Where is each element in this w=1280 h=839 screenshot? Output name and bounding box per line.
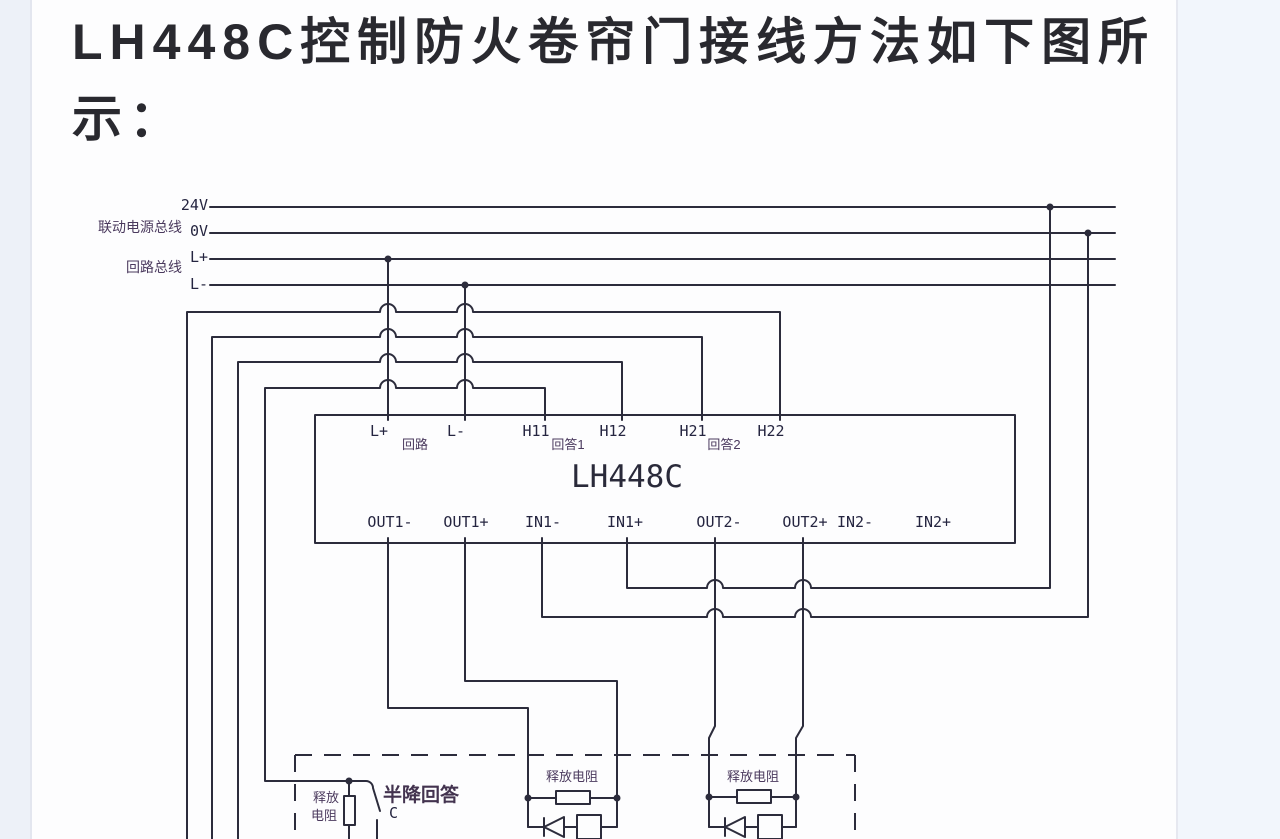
mid-release-resistor	[555, 790, 591, 805]
label-switch-c: C	[389, 804, 399, 822]
terminal-out2plus: OUT2+	[782, 513, 828, 531]
wire-in1plus-to-24v	[626, 206, 1051, 589]
left-release-resistor	[343, 795, 356, 826]
terminal-in2plus: IN2+	[914, 513, 952, 531]
terminal-in2minus: IN2-	[836, 513, 874, 531]
label-loop: 回路	[401, 437, 429, 452]
wire-out2plus-drop	[795, 537, 804, 828]
terminal-out1plus: OUT1+	[443, 513, 489, 531]
dashed-enclosure	[294, 754, 856, 839]
mid-diode	[543, 816, 565, 838]
page-title-line2: 示：	[72, 91, 186, 147]
terminal-in1minus: IN1-	[524, 513, 562, 531]
page-right-gutter	[1176, 0, 1280, 839]
wire-out2minus-drop	[708, 537, 716, 828]
wire-out1plus-drop	[464, 537, 618, 828]
wire-h21-loop	[211, 328, 703, 839]
wire-h11-loop	[264, 379, 546, 782]
junction-dots	[345, 203, 1092, 802]
terminal-h22: H22	[757, 422, 785, 440]
wire-in1minus-to-0v	[541, 232, 1089, 618]
terminal-h11: H11	[522, 422, 550, 440]
label-release-resistor-left-1: 释放	[313, 790, 340, 805]
module-name: LH448C	[571, 459, 683, 495]
wire-h12-loop	[237, 353, 623, 839]
terminal-out1minus: OUT1-	[367, 513, 413, 531]
bus-label-24v: 24V	[180, 196, 208, 214]
mid-component-box	[576, 814, 602, 839]
label-power-bus: 联动电源总线	[98, 219, 182, 235]
wiring-diagram	[186, 203, 1116, 839]
right-release-resistor	[736, 789, 772, 804]
wire-out1minus-drop	[387, 537, 529, 828]
bus-label-lminus: L-	[189, 275, 208, 293]
terminal-h12: H12	[599, 422, 627, 440]
terminal-out2minus: OUT2-	[696, 513, 742, 531]
label-answer2: 回答2	[707, 437, 741, 452]
half-drop-switch-arm	[348, 780, 381, 812]
terminal-h21: H21	[679, 422, 707, 440]
label-half-drop-answer: 半降回答	[383, 785, 460, 806]
right-diode	[724, 816, 746, 838]
wire-h22-loop	[186, 303, 781, 839]
module-box	[314, 414, 1016, 544]
bus-label-lplus: L+	[189, 248, 208, 266]
terminal-in1plus: IN1+	[606, 513, 644, 531]
label-release-resistor-mid: 释放电阻	[545, 769, 599, 784]
label-answer1: 回答1	[551, 437, 585, 452]
article-card: LH448C控制防火卷帘门接线方法如下图所 示：	[32, 0, 1176, 839]
bus-label-0v: 0V	[189, 222, 208, 240]
label-release-resistor-right: 释放电阻	[726, 769, 780, 784]
terminal-lplus: L+	[369, 422, 389, 440]
right-component-box	[757, 814, 783, 839]
label-release-resistor-left-2: 电阻	[311, 808, 338, 823]
page-left-gutter	[0, 0, 32, 839]
terminal-lminus: L-	[446, 422, 466, 440]
label-loop-bus: 回路总线	[126, 259, 182, 275]
page-title: LH448C控制防火卷帘门接线方法如下图所	[72, 14, 1156, 70]
